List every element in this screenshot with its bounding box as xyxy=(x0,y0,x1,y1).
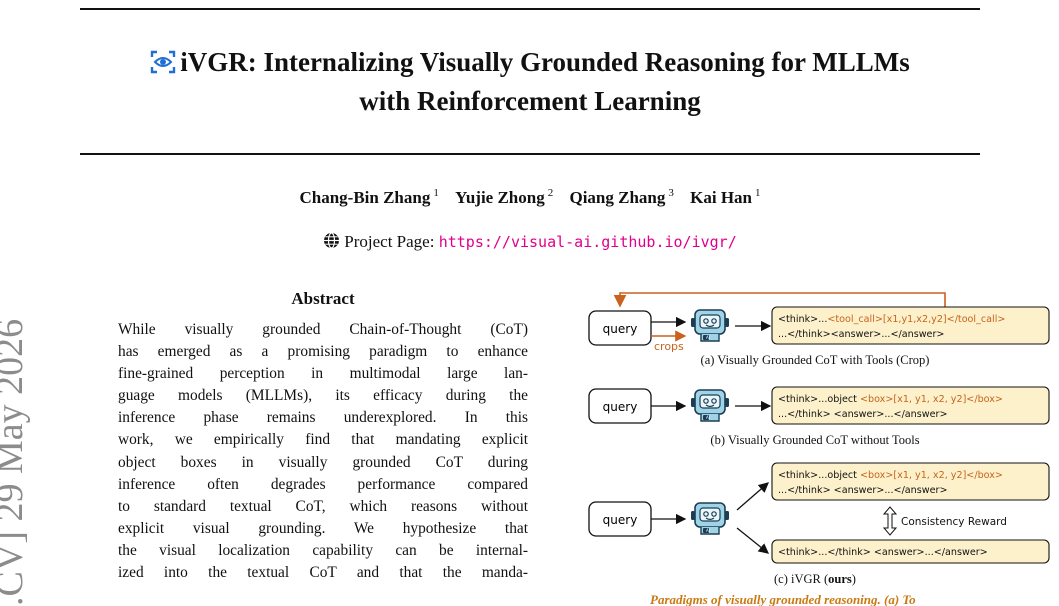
output-a-line2: ...</think><answer>...</answer> xyxy=(778,329,944,340)
abstract-line: ized into the textual CoT and that the m… xyxy=(118,564,528,582)
abstract-line: has emerged as a promising paradigm to e… xyxy=(118,343,528,361)
abstract-line: object boxes in visually grounded CoT du… xyxy=(118,453,528,471)
robot-icon xyxy=(690,389,730,422)
output-b-line2: ...</think> <answer>...</answer> xyxy=(778,409,948,420)
caption-b: (b) Visually Grounded CoT without Tools xyxy=(710,433,919,447)
model-to-top-output-arrow xyxy=(736,482,769,511)
abstract-line: fine-grained perception in multimodal la… xyxy=(118,365,528,383)
output-box-c-grounded xyxy=(771,462,1050,501)
double-arrow-icon xyxy=(882,506,898,536)
paper-title: iVGR: Internalizing Visually Grounded Re… xyxy=(80,44,980,119)
next-figure-caption-fragment: Paradigms of visually grounded reasoning… xyxy=(650,592,916,606)
arxiv-stamp: .CV] 29 May 2026 xyxy=(0,318,31,606)
abstract-line: explicit visual grounding. We hypothesiz… xyxy=(118,519,528,537)
output-box-b xyxy=(771,386,1050,425)
output-b-line1: <think>...object <box>[x1, y1, x2, y2]</… xyxy=(778,394,1003,405)
project-label: Project Page: xyxy=(344,232,435,251)
model-to-bottom-output-arrow xyxy=(736,527,770,554)
output-c-line1: <think>...object <box>[x1, y1, x2, y2]</… xyxy=(778,470,1003,481)
output-c-line2: ...</think> <answer>...</answer> xyxy=(778,485,948,496)
feedback-arrow xyxy=(613,292,946,314)
title-line-2: with Reinforcement Learning xyxy=(359,86,701,116)
bottom-rule xyxy=(80,153,980,155)
abstract-heading: Abstract xyxy=(291,289,355,308)
robot-badge: AI xyxy=(706,528,710,533)
title-line-1: iVGR: Internalizing Visually Grounded Re… xyxy=(180,47,910,77)
consistency-reward-label: Consistency Reward xyxy=(901,516,1007,528)
output-a-line1: <think>...<tool_call>[x1,y1,x2,y2]</tool… xyxy=(778,314,1005,325)
caption-a: (a) Visually Grounded CoT with Tools (Cr… xyxy=(701,353,930,367)
robot-badge: AI xyxy=(706,335,710,340)
abstract-line: While visually grounded Chain-of-Thought… xyxy=(118,321,528,338)
abstract-body: While visually grounded Chain-of-Thought… xyxy=(118,319,528,584)
query-label: query xyxy=(603,322,638,336)
robot-icon xyxy=(690,502,730,535)
abstract-line: work, we empirically find that mandating… xyxy=(118,431,528,449)
output-box-c-textual xyxy=(771,539,1050,564)
top-rule xyxy=(80,8,980,10)
query-box xyxy=(588,310,652,346)
abstract-line: guage models (MLLMs), its efficacy durin… xyxy=(118,387,528,405)
abstract-line: the visual localization capability can b… xyxy=(118,541,528,559)
caption-c: (c) iVGR (ours) xyxy=(774,572,856,586)
project-page: Project Page: https://visual-ai.github.i… xyxy=(80,232,980,254)
output-box-a xyxy=(771,306,1050,345)
robot-badge: AI xyxy=(706,415,710,420)
query-label: query xyxy=(603,513,638,527)
crops-label: crops xyxy=(654,340,684,353)
abstract-line: inference often degrades performance com… xyxy=(118,475,528,493)
query-label: query xyxy=(603,400,638,414)
project-url-link[interactable]: https://visual-ai.github.io/ivgr/ xyxy=(438,233,737,251)
paradigm-figure: query crops AI <think>...<tool_call>[x1,… xyxy=(588,292,1050,586)
abstract-line: inference phase remains underexplored. I… xyxy=(118,409,528,427)
abstract-line: to standard textual CoT, which reasons w… xyxy=(118,497,528,515)
globe-icon xyxy=(323,232,340,254)
output-c-bottom-line: <think>...</think> <answer>...</answer> xyxy=(778,547,988,558)
eye-logo-icon xyxy=(150,47,176,83)
robot-icon xyxy=(690,309,730,342)
